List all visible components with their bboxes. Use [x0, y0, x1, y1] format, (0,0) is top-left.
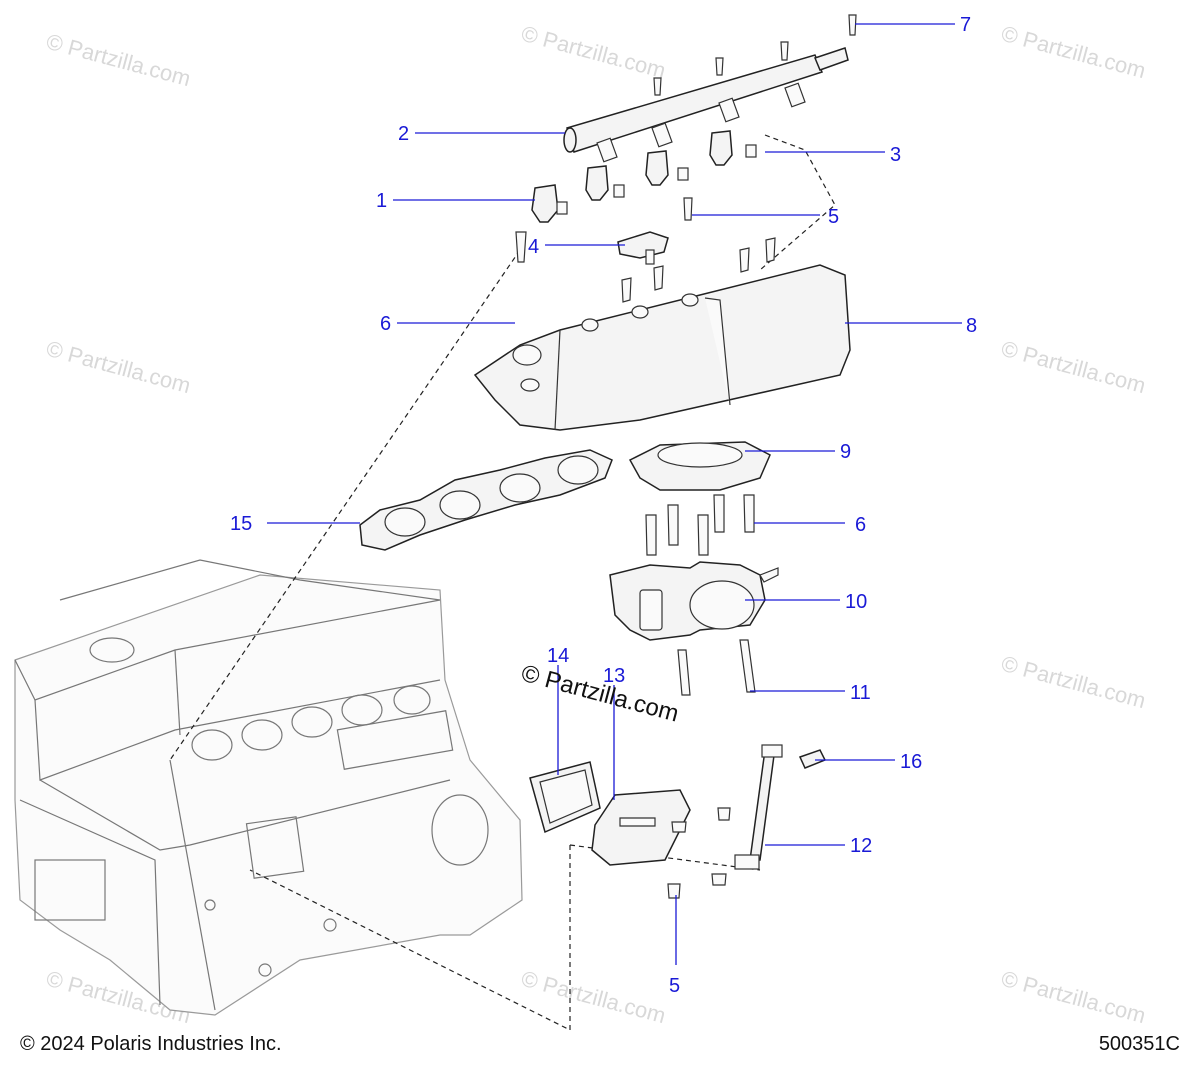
throttle-adapter[interactable]: [628, 441, 771, 491]
intake-gasket[interactable]: [359, 449, 613, 551]
fuel-injectors[interactable]: [531, 130, 733, 223]
watermark-text: © Partzilla.com: [999, 966, 1149, 1029]
fuel-rail-bolts[interactable]: [653, 14, 857, 96]
sensor-bolt-upper[interactable]: [683, 197, 693, 221]
watermark-text: © Partzilla.com: [519, 966, 669, 1029]
fuel-rail[interactable]: [563, 47, 849, 163]
callout-4: 4: [528, 236, 539, 258]
watermark-text: © Partzilla.com: [519, 21, 669, 84]
watermark-text: © Partzilla.com: [999, 651, 1149, 714]
callout-5-upper: 5: [828, 206, 839, 228]
injector-clips[interactable]: [556, 144, 757, 215]
copyright-notice: © 2024 Polaris Industries Inc.: [20, 1033, 282, 1055]
map-sensor[interactable]: [617, 231, 669, 265]
watermark-text: © Partzilla.com: [999, 336, 1149, 399]
callout-1: 1: [376, 190, 387, 212]
intake-manifold[interactable]: [473, 264, 851, 431]
callout-labels: 7 2 3 1 5 4 6 8 9 15 6 10 11 14 13 16 12…: [230, 14, 977, 997]
callout-13: 13: [603, 665, 625, 687]
callout-15: 15: [230, 513, 252, 535]
breather-hose[interactable]: [734, 744, 783, 870]
watermark-text: © Partzilla.com: [999, 21, 1149, 84]
callout-9: 9: [840, 441, 851, 463]
throttle-body-bolts[interactable]: [677, 639, 756, 696]
center-watermark: © Partzilla.com: [518, 660, 681, 728]
watermark-text: © Partzilla.com: [44, 336, 194, 399]
callout-8: 8: [966, 315, 977, 337]
throttle-body[interactable]: [609, 561, 779, 641]
cover-plate[interactable]: [591, 789, 691, 866]
manifold-bolts[interactable]: [515, 231, 776, 303]
engine-block: [14, 559, 523, 1016]
callout-16: 16: [900, 751, 922, 773]
callout-3: 3: [890, 144, 901, 166]
watermark-text: © Partzilla.com: [44, 29, 194, 92]
callout-7: 7: [960, 14, 971, 36]
callout-6-upper: 6: [380, 313, 391, 335]
cover-bolts[interactable]: [667, 807, 731, 899]
diagram-code: 500351C: [1098, 1033, 1180, 1055]
callout-14: 14: [547, 645, 569, 667]
callout-12: 12: [850, 835, 872, 857]
cover-gasket[interactable]: [529, 761, 601, 834]
callout-5-lower: 5: [669, 975, 680, 997]
callout-2: 2: [398, 123, 409, 145]
callout-6-lower: 6: [855, 514, 866, 536]
sensor-16[interactable]: [798, 749, 827, 769]
callout-11: 11: [850, 682, 871, 704]
throttle-adapter-bolts[interactable]: [645, 494, 755, 556]
leader-lines: [267, 23, 962, 965]
callout-10: 10: [845, 591, 867, 613]
